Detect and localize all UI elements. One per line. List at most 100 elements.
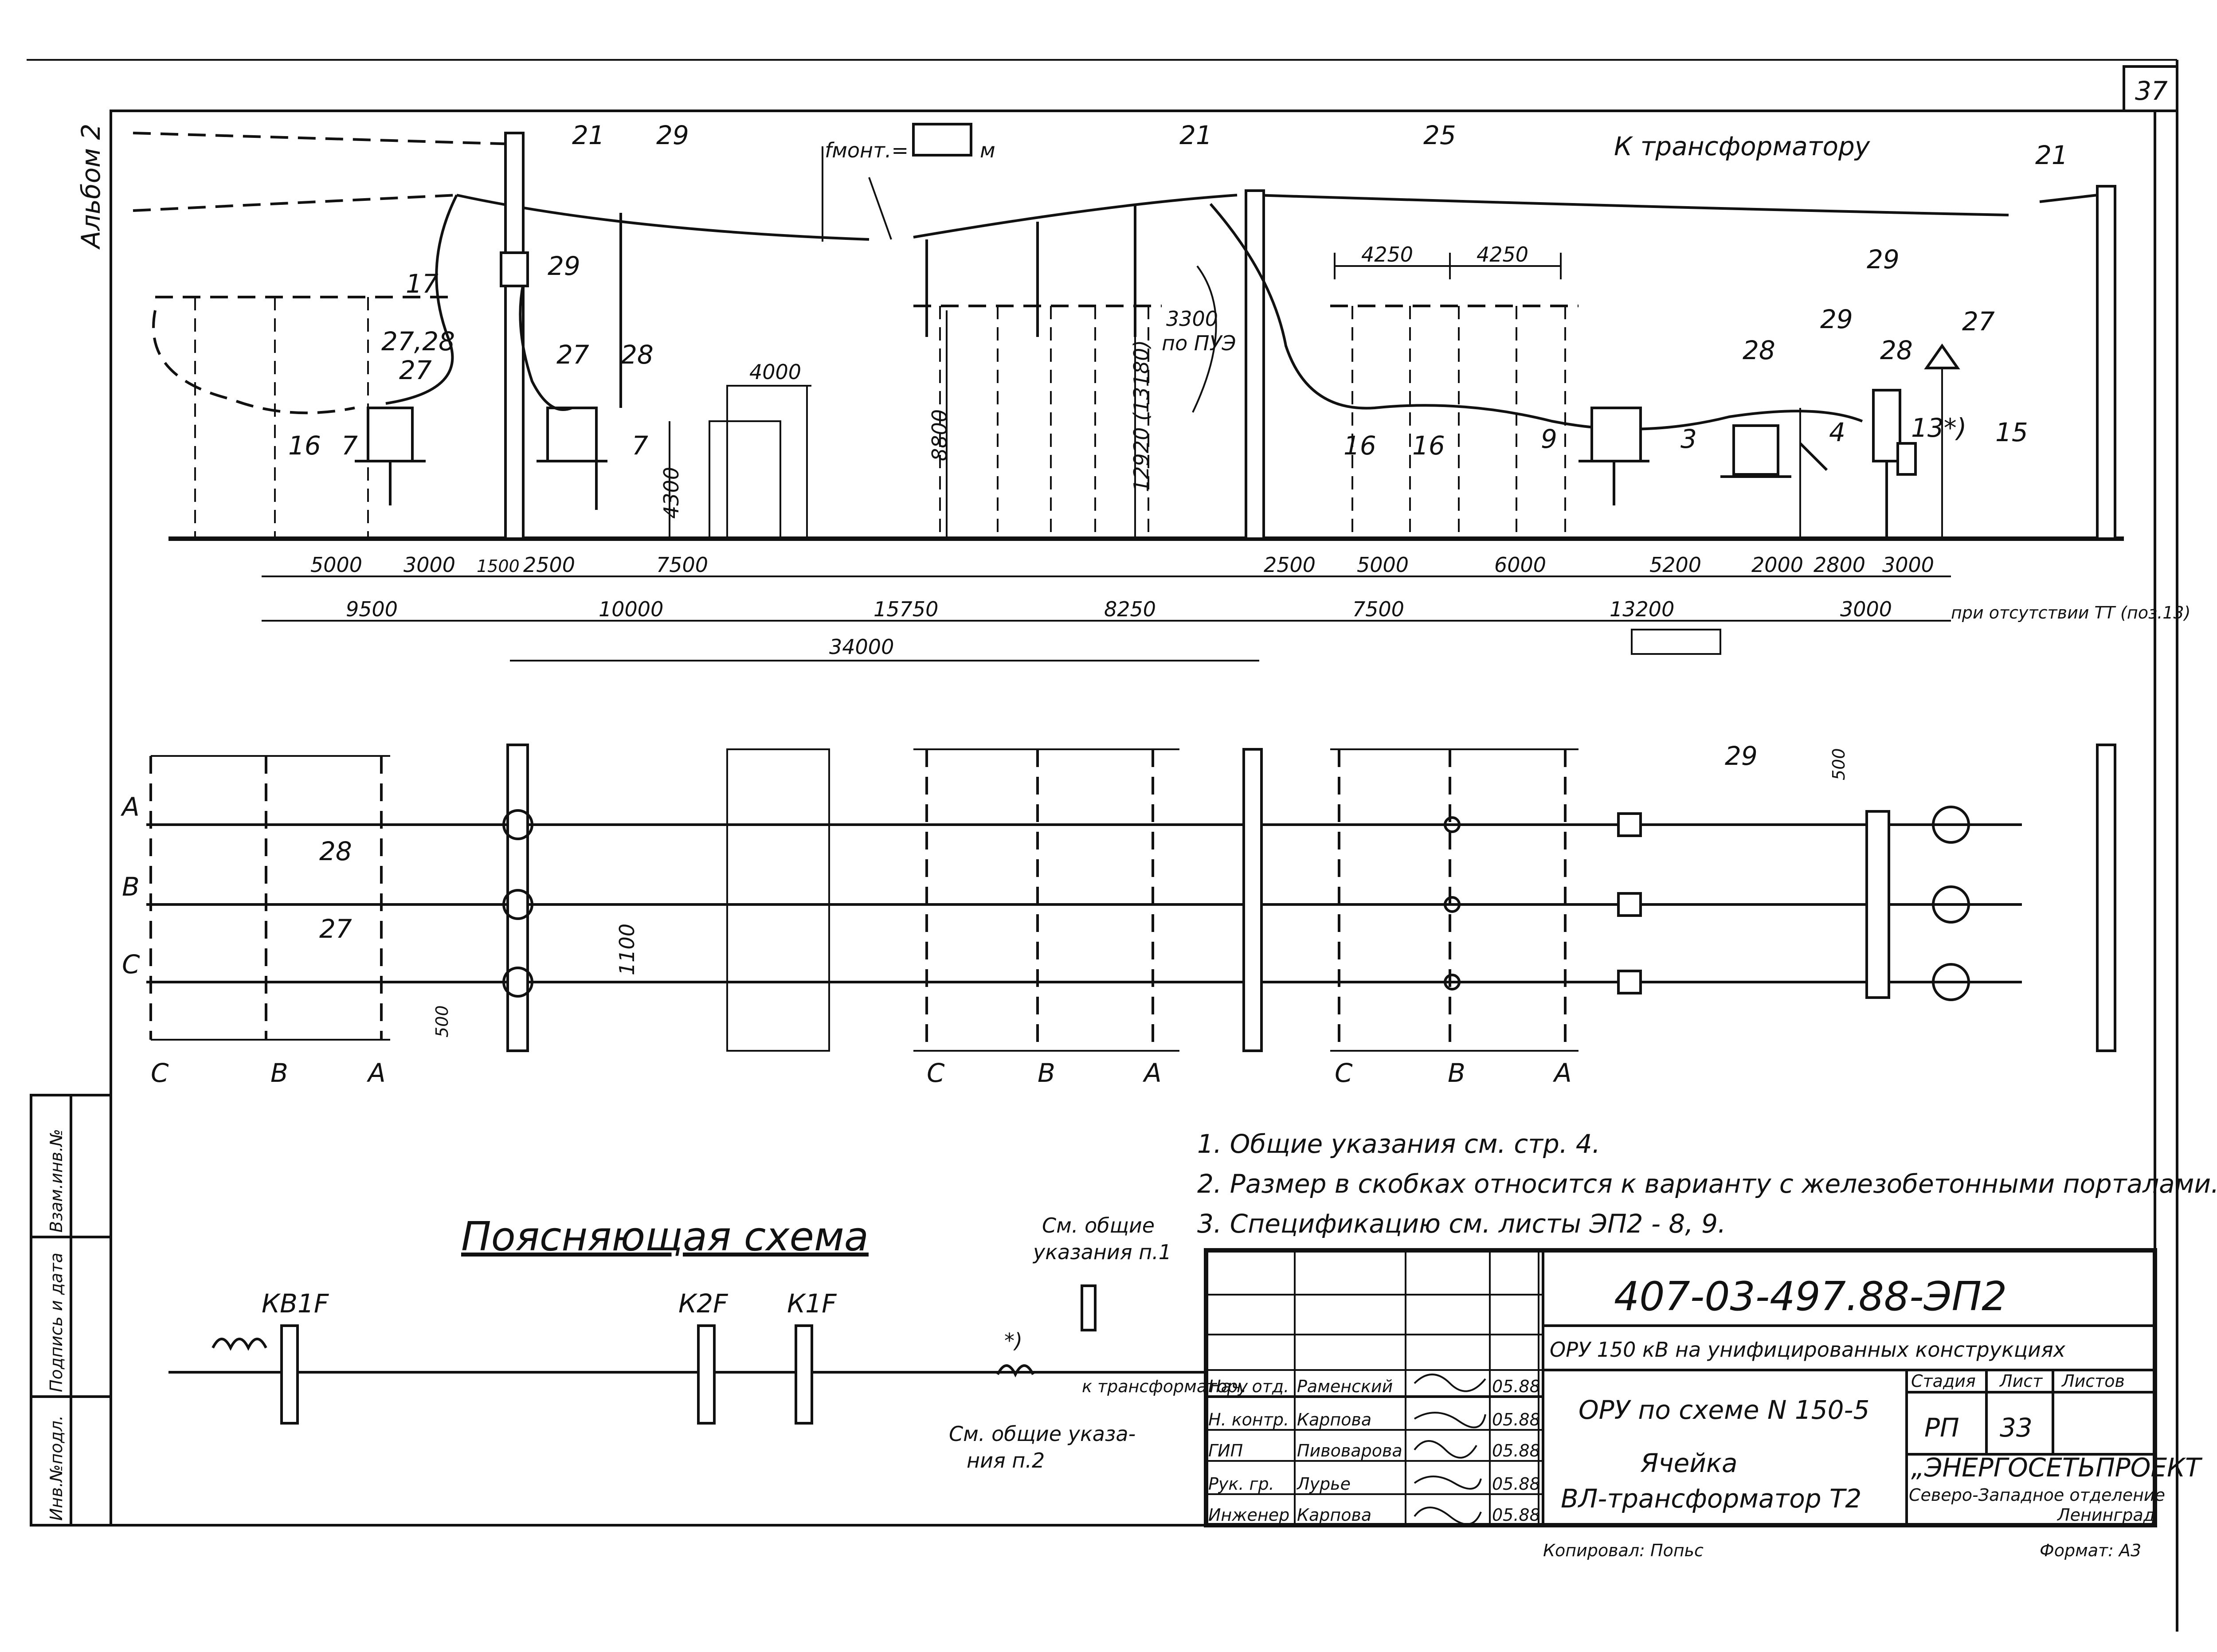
doc-code: 407-03-497.88-ЭП2	[1614, 1273, 2007, 1320]
pos-label: 16	[288, 431, 321, 461]
pos-label: 4	[1829, 417, 1845, 447]
dim-row1: 5200	[1649, 553, 1701, 577]
pos-label: 17	[406, 269, 439, 299]
signature-role: Н. контр.	[1208, 1410, 1289, 1429]
pos-label: 29	[548, 251, 580, 281]
plan-pos-label: 29	[1725, 741, 1758, 771]
copied-by: Копировал: Попьс	[1543, 1541, 1704, 1560]
signature-name: Карпова	[1297, 1505, 1371, 1525]
dim-top-1: 4250	[1361, 243, 1413, 266]
axis-label: A	[1142, 1058, 1162, 1088]
dim-vertical-12920: 12920 (13180)	[1129, 340, 1153, 492]
plan-pos-label: 28	[319, 836, 352, 866]
pos-label: 29	[1820, 304, 1853, 334]
pos-label: 28	[1743, 335, 1775, 365]
pos-label: 15	[1995, 417, 2028, 447]
signature-role: Рук. гр.	[1208, 1474, 1274, 1494]
pos-label: 21	[1179, 120, 1212, 150]
signature-rows: Нач. отд. Раменский 05.88 Н. контр. Карп…	[1208, 1374, 1540, 1525]
plan-dim: 1100	[615, 924, 639, 975]
general-notes: 1. Общие указания см. стр. 4. 2. Размер …	[1197, 1129, 2217, 1239]
org-line1: „ЭНЕРГОСЕТЬПРОЕКТ	[1911, 1452, 2203, 1483]
page-number: 37	[2135, 76, 2168, 106]
dim-row2: 7500	[1352, 597, 1404, 621]
dim-row2: 8250	[1104, 597, 1156, 621]
pos-label: 27,28	[381, 326, 455, 356]
pos-label: 28	[1880, 335, 1913, 365]
cell-title-line2: ВЛ-трансформатор Т2	[1561, 1484, 1861, 1514]
axis-label: A	[366, 1058, 386, 1088]
signature-date: 05.88	[1492, 1410, 1540, 1429]
plan-view: A B C C B A C B A C B A 28 27 29 1100 50…	[120, 741, 2116, 1088]
cell-title-line1: Ячейка	[1640, 1448, 1738, 1478]
signature-role: ГИП	[1208, 1441, 1243, 1460]
sheet-frame: 37 Альбом 2 Взам.инв.№ Подпись и дата Ин…	[27, 59, 2178, 1632]
pos-label: 16	[1344, 431, 1376, 461]
breaker-k1f: К1F	[787, 1288, 837, 1319]
dim-row2: 13200	[1610, 597, 1674, 621]
dim-row1: 3000	[1882, 553, 1934, 577]
phase-label-a: A	[120, 792, 140, 822]
signature-date: 05.88	[1492, 1505, 1540, 1525]
pos-label: 21	[2035, 140, 2068, 170]
plan-dim: 500	[432, 1005, 452, 1037]
axis-label: A	[1552, 1058, 1572, 1088]
axis-label: C	[1335, 1058, 1353, 1088]
schematic-to-transformer: к трансформатору	[1082, 1377, 1248, 1396]
dim-row2: 15750	[873, 597, 938, 621]
frame-label-inventory: Инв.№подл.	[47, 1415, 66, 1521]
to-transformer-label: К трансформатору	[1614, 131, 1870, 161]
elevation-view: 4250 4250 21 29 21 25 21 17 29 27,28 27 …	[133, 120, 2190, 662]
signature-name: Пивоварова	[1297, 1441, 1402, 1460]
breaker-k2f: К2F	[678, 1288, 729, 1319]
sheet-number-value: 33	[2000, 1413, 2033, 1443]
dim-row1: 2000	[1751, 553, 1803, 577]
dim-row1: 5000	[1357, 553, 1409, 577]
org-line3: Ленинград	[2056, 1505, 2155, 1525]
org-line2: Северо-Западное отделение	[1909, 1485, 2165, 1505]
project-title: ОРУ 150 кВ на унифицированных конструкци…	[1550, 1338, 2066, 1362]
phase-label-c: C	[122, 949, 140, 979]
pos-label: 16	[1412, 431, 1445, 461]
signature-name: Карпова	[1297, 1410, 1371, 1429]
dim-row1: 7500	[656, 553, 708, 577]
dim-row1: 2500	[523, 553, 575, 577]
dim-vertical-8800: 8800	[928, 409, 952, 461]
dim-row1: 3000	[403, 553, 455, 577]
stage-value: РП	[1924, 1413, 1959, 1443]
f-mont-unit: м	[980, 138, 995, 162]
note-1: 1. Общие указания см. стр. 4.	[1197, 1129, 1600, 1159]
note-without-ct: при отсутствии ТТ (поз.13)	[1951, 603, 2190, 622]
paper-format: Формат: А3	[2040, 1541, 2141, 1560]
schematic-note-ref-2b: ния п.2	[967, 1448, 1045, 1472]
dim-total: 34000	[829, 635, 894, 659]
f-mont-label: fмонт.=	[825, 138, 909, 162]
dim-row1: 2500	[1264, 553, 1316, 577]
pos-label: 7	[632, 431, 648, 461]
pos-label: 13*)	[1911, 413, 1966, 443]
signature-name: Лурье	[1296, 1474, 1351, 1494]
pos-label: 27	[556, 340, 589, 370]
signature-date: 05.88	[1492, 1377, 1540, 1396]
clearance-note: по ПУЭ	[1162, 331, 1236, 355]
dim-top-2: 4250	[1477, 243, 1528, 266]
dim-row1: 5000	[310, 553, 362, 577]
schematic-note-ref-2a: См. общие указа-	[949, 1422, 1136, 1446]
sheet-title: ОРУ по схеме N 150-5	[1579, 1395, 1869, 1425]
pos-label: 21	[572, 120, 605, 150]
handwritten-signature	[1414, 1374, 1486, 1525]
note-3: 3. Спецификацию см. листы ЭП2 - 8, 9.	[1197, 1209, 1726, 1239]
footnote-mark: *)	[1004, 1329, 1022, 1353]
dim-row1: 2800	[1814, 553, 1865, 577]
phase-label-b: B	[122, 872, 140, 902]
schematic-note-ref-1b: указания п.1	[1032, 1240, 1171, 1264]
dim-row2: 9500	[346, 597, 398, 621]
dim-4000: 4000	[749, 360, 801, 384]
pos-label: 29	[656, 120, 689, 150]
frame-label-replace: Взам.инв.№	[47, 1129, 66, 1233]
pos-label: 7	[341, 431, 358, 461]
col-header-sheet: Лист	[1999, 1371, 2043, 1391]
explanatory-schematic: Поясняющая схема КВ1F К2F К1F к трансфор…	[168, 1214, 1248, 1472]
pos-label: 9	[1541, 424, 1557, 454]
